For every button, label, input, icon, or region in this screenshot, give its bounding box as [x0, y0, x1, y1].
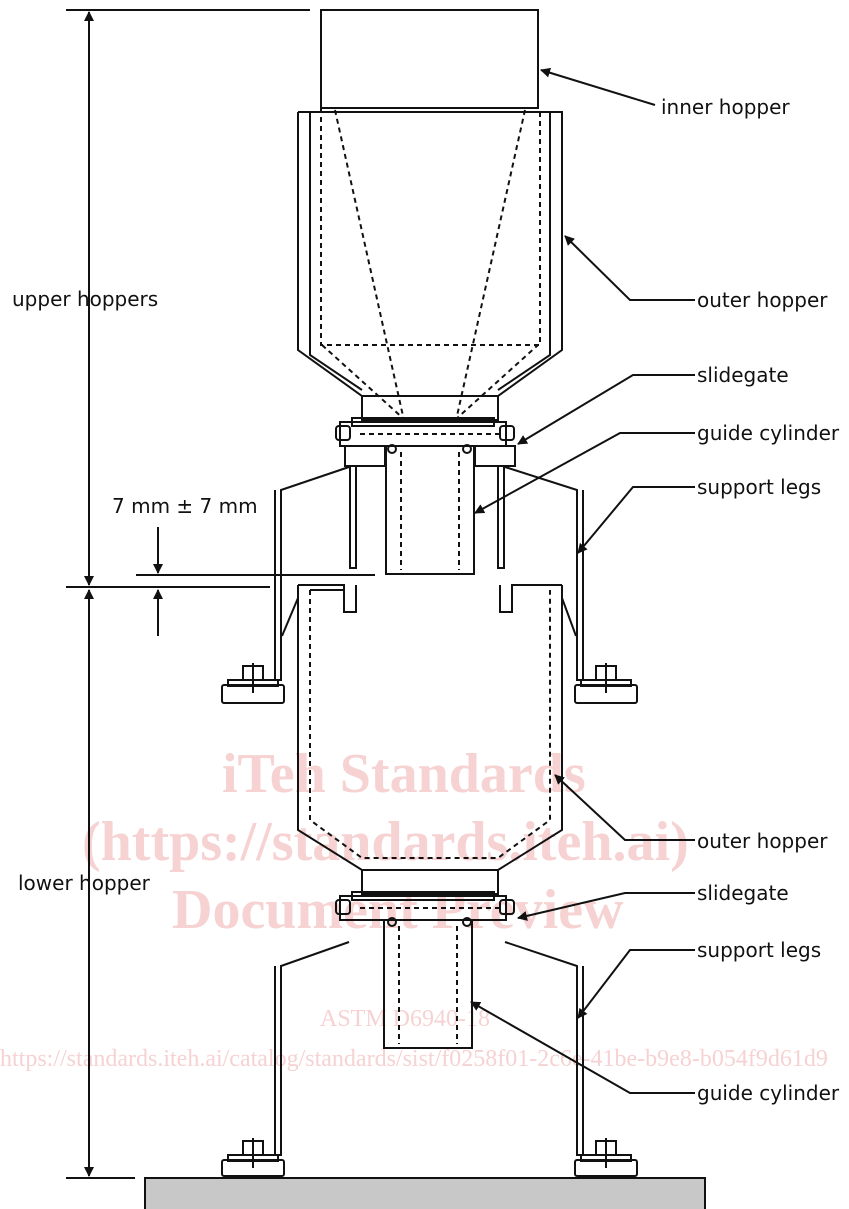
base-plate: [144, 1177, 706, 1209]
watermark-standard: ASTM D6940-18: [320, 1006, 491, 1032]
outer-hopper-upper: [297, 111, 563, 421]
guide-cylinder-upper: [385, 445, 475, 575]
label-lower-hopper: lower hopper: [18, 871, 150, 895]
dimension-upper-hoppers: [66, 9, 310, 588]
label-outer-hopper-upper: outer hopper: [697, 288, 828, 312]
inner-hopper: [320, 9, 541, 426]
dimension-gap: [136, 527, 375, 636]
label-inner-hopper: inner hopper: [661, 95, 790, 119]
label-gap-dimension: 7 mm ± 7 mm: [112, 494, 258, 518]
watermark-link: https://standards.iteh.ai/catalog/standa…: [0, 1046, 828, 1072]
label-slidegate-upper: slidegate: [697, 363, 789, 387]
support-legs-lower: [221, 941, 638, 1177]
watermark-title: iTeh Standards: [222, 743, 586, 805]
slidegate-upper: [335, 417, 516, 467]
guide-cylinder-lower: [383, 919, 473, 1049]
outer-hopper-lower: [281, 584, 577, 895]
label-support-legs-lower: support legs: [697, 938, 822, 962]
label-guide-cylinder-upper: guide cylinder: [697, 421, 840, 445]
label-upper-hoppers: upper hoppers: [12, 287, 159, 311]
label-guide-cylinder-lower: guide cylinder: [697, 1081, 840, 1105]
label-support-legs-upper: support legs: [697, 475, 822, 499]
watermark-url: (https://standards.iteh.ai): [82, 811, 689, 873]
dimension-lower-hopper: [66, 589, 135, 1179]
leader-lines: [470, 67, 695, 1094]
label-slidegate-lower: slidegate: [697, 881, 789, 905]
label-outer-hopper-lower: outer hopper: [697, 829, 828, 853]
support-legs-upper: [221, 466, 638, 704]
